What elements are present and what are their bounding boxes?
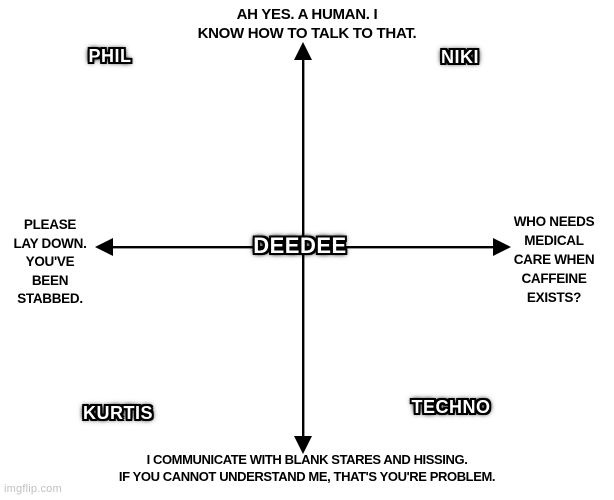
axis-label-right-line4: CAFFEINE EXISTS? [521,271,587,305]
axis-label-left-line4: BEEN STABBED. [17,272,83,307]
axis-label-top: AH YES. A HUMAN. I KNOW HOW TO TALK TO T… [0,5,614,43]
imgflip-watermark: imgflip.com [4,483,62,495]
axis-label-right: WHO NEEDS MEDICAL CARE WHEN CAFFEINE EXI… [494,212,614,307]
up-arrowhead-icon [294,42,312,60]
left-arrowhead-icon [95,238,113,256]
axis-label-left-line2: LAY DOWN. [13,235,87,251]
down-arrowhead-icon [294,436,312,454]
axis-label-right-line3: CARE WHEN [513,252,595,267]
axis-label-left-line3: YOU'VE [25,254,75,269]
name-bottom-right-quadrant: TECHNO [411,397,491,417]
axis-label-top-line2: KNOW HOW TO TALK TO THAT. [197,25,417,42]
axis-label-left: PLEASE LAY DOWN. YOU'VE BEEN STABBED. [0,216,100,309]
axis-label-top-line1: AH YES. A HUMAN. I [236,6,378,23]
vertical-axis-line [302,55,305,442]
axis-label-bottom: I COMMUNICATE WITH BLANK STARES AND HISS… [0,451,614,485]
axis-label-right-line2: MEDICAL [524,233,584,248]
axis-label-right-line1: WHO NEEDS [513,214,595,229]
name-center: DEEDEE [253,233,347,258]
axis-label-bottom-line2: IF YOU CANNOT UNDERSTAND ME, THAT'S YOU'… [118,469,496,484]
axis-label-left-line1: PLEASE [23,217,77,232]
name-top-right-quadrant: NIKI [441,47,479,67]
right-arrowhead-icon [493,238,511,256]
name-bottom-left-quadrant: KURTIS [83,403,153,423]
axis-label-bottom-line1: I COMMUNICATE WITH BLANK STARES AND HISS… [146,452,468,467]
horizontal-axis-line [108,246,498,249]
name-top-left-quadrant: PHIL [88,46,132,66]
